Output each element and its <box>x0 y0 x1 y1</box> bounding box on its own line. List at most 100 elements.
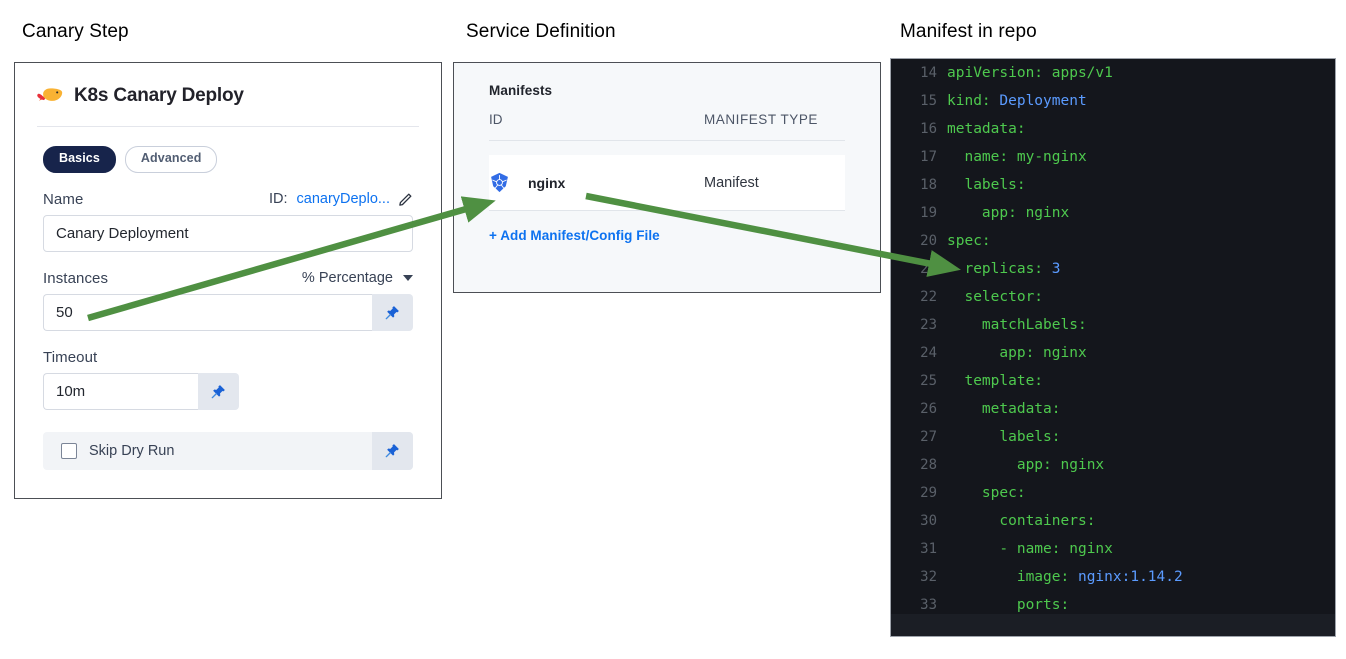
timeout-input[interactable]: 10m <box>43 372 198 410</box>
name-input[interactable]: Canary Deployment <box>43 214 413 252</box>
line-number: 21 <box>920 261 937 277</box>
code-text: name: my-nginx <box>947 143 1086 171</box>
code-token-key: spec: <box>947 233 991 249</box>
line-number: 16 <box>920 121 937 137</box>
code-line: 24 app: nginx <box>891 339 1335 367</box>
pin-icon <box>211 384 225 399</box>
code-token-key: app: <box>999 345 1035 361</box>
code-token-value: nginx <box>1069 541 1113 557</box>
fields-container: Name ID: canaryDeplo... Canary Deploymen… <box>15 191 441 470</box>
code-line: 14 apiVersion: apps/v1 <box>891 59 1335 87</box>
code-token-key: labels: <box>964 177 1026 193</box>
line-number: 28 <box>920 457 937 473</box>
pencil-icon[interactable] <box>399 192 413 207</box>
instances-unit-dropdown[interactable]: % Percentage <box>302 270 413 286</box>
line-number: 30 <box>920 513 937 529</box>
code-line: 28 app: nginx <box>891 451 1335 479</box>
manifest-id-cell: nginx <box>528 174 566 191</box>
line-number: 33 <box>920 597 937 613</box>
code-line: 25 template: <box>891 367 1335 395</box>
id-prefix-label: ID: <box>268 191 288 208</box>
code-text: replicas: 3 <box>947 255 1061 283</box>
line-number: 20 <box>920 233 937 249</box>
code-text: labels: <box>947 171 1026 199</box>
code-text: app: nginx <box>947 199 1069 227</box>
code-text: matchLabels: <box>947 311 1087 339</box>
line-number: 17 <box>920 149 937 165</box>
table-row[interactable]: nginx Manifest <box>489 155 845 211</box>
name-input-wrap: Canary Deployment <box>43 214 413 252</box>
code-line: 27 labels: <box>891 423 1335 451</box>
manifest-type-cell: Manifest <box>704 174 759 191</box>
caption-service-definition: Service Definition <box>466 21 616 42</box>
tab-advanced[interactable]: Advanced <box>124 146 218 173</box>
code-token-key: metadata: <box>981 401 1061 417</box>
code-token-key: matchLabels: <box>981 317 1087 333</box>
code-line: 29 spec: <box>891 479 1335 507</box>
code-text: image: nginx:1.14.2 <box>947 563 1183 591</box>
id-value-link[interactable]: canaryDeplo... <box>296 191 391 208</box>
instances-input[interactable]: 50 <box>43 293 372 331</box>
manifests-table-header: ID MANIFEST TYPE <box>454 98 880 127</box>
code-text: spec: <box>947 227 991 255</box>
code-line: 17 name: my-nginx <box>891 143 1335 171</box>
code-text: apiVersion: apps/v1 <box>947 59 1113 87</box>
line-number: 29 <box>920 485 937 501</box>
code-text: spec: <box>947 479 1026 507</box>
line-number: 31 <box>920 541 937 557</box>
line-number: 22 <box>920 289 937 305</box>
code-line: 16 metadata: <box>891 115 1335 143</box>
instances-pin-button[interactable] <box>372 293 413 331</box>
skip-dry-run-row[interactable]: Skip Dry Run <box>43 431 413 470</box>
column-header-id: ID <box>489 112 503 127</box>
code-token-value: nginx <box>1025 205 1070 221</box>
code-token-value: Deployment <box>999 93 1087 109</box>
timeout-label: Timeout <box>43 348 98 366</box>
code-text: labels: <box>947 423 1060 451</box>
name-field-row: Name ID: canaryDeplo... <box>43 191 413 208</box>
line-number: 26 <box>920 401 937 417</box>
name-label: Name <box>43 190 84 208</box>
code-token-key: image: <box>1016 569 1070 585</box>
code-text: metadata: <box>947 115 1026 143</box>
code-token-value: nginx <box>1043 345 1087 361</box>
timeout-field-row: Timeout <box>43 349 413 366</box>
timeout-input-wrap: 10m <box>43 372 239 410</box>
caption-canary-step: Canary Step <box>22 21 129 42</box>
code-text: template: <box>947 367 1043 395</box>
timeout-pin-button[interactable] <box>198 372 239 410</box>
add-manifest-config-file-link[interactable]: + Add Manifest/Config File <box>489 228 660 243</box>
code-token-value: 3 <box>1051 261 1061 277</box>
step-header: K8s Canary Deploy <box>15 63 441 107</box>
line-number: 32 <box>920 569 937 585</box>
code-text: selector: <box>947 283 1043 311</box>
code-text: app: nginx <box>947 339 1087 367</box>
code-token-value: apps/v1 <box>1051 65 1113 81</box>
table-divider <box>489 140 845 141</box>
chevron-down-icon <box>403 275 413 282</box>
service-definition-card: Manifests ID MANIFEST TYPE nginx Manifes… <box>453 62 881 293</box>
skip-dry-run-checkbox[interactable] <box>61 442 77 459</box>
code-token-key: template: <box>964 373 1044 389</box>
code-token-key: - name: <box>999 541 1061 557</box>
code-token-key: name: <box>964 149 1009 165</box>
line-number: 14 <box>920 65 937 81</box>
skip-dry-run-pin-button[interactable] <box>372 431 413 470</box>
code-token-key: selector: <box>964 289 1044 305</box>
skip-dry-run-label: Skip Dry Run <box>89 442 175 459</box>
instances-field-row: Instances % Percentage <box>43 270 413 287</box>
code-text: metadata: <box>947 395 1061 423</box>
code-bottom-strip <box>891 614 1335 636</box>
canary-step-card: K8s Canary Deploy Basics Advanced Name I… <box>14 62 442 499</box>
code-text: - name: nginx <box>947 535 1113 563</box>
tab-basics[interactable]: Basics <box>43 146 116 173</box>
code-token-key: metadata: <box>947 121 1026 137</box>
code-line: 33 ports: <box>891 591 1335 619</box>
code-text: app: nginx <box>947 451 1104 479</box>
code-line: 20 spec: <box>891 227 1335 255</box>
code-line: 18 labels: <box>891 171 1335 199</box>
code-line: 30 containers: <box>891 507 1335 535</box>
